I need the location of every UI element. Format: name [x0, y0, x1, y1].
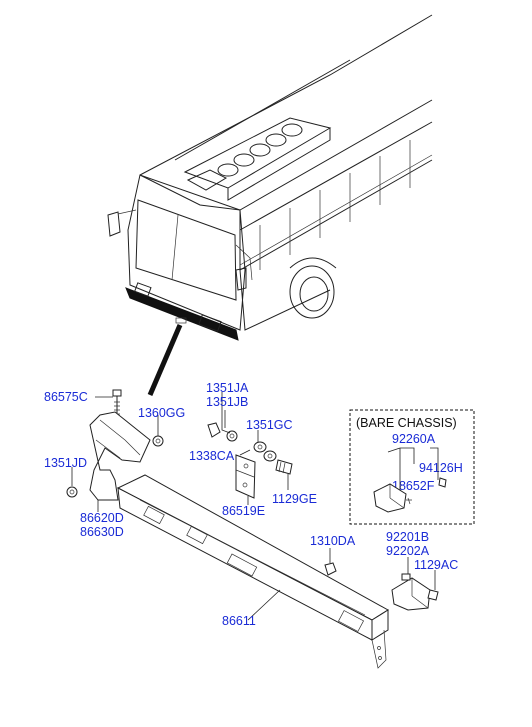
washer-1351GC: [253, 441, 277, 462]
pointer-arrow: [147, 324, 183, 396]
label-18652F: 18652F: [392, 479, 435, 493]
label-1351JB: 1351JB: [206, 395, 248, 409]
bare-chassis-box: [349, 409, 475, 525]
label-86620D: 86620D: [80, 511, 124, 525]
bolt-1129GE: [275, 459, 293, 475]
screw-94126H: [438, 477, 447, 488]
label-1338CA: 1338CA: [189, 449, 235, 463]
nut-1351JD: [66, 486, 78, 498]
bare-chassis-title: (BARE CHASSIS): [356, 416, 457, 430]
label-86575C: 86575C: [44, 390, 88, 404]
label-1310DA: 1310DA: [310, 534, 356, 548]
fog-lamp-bare-chassis: [373, 483, 407, 513]
bulb-18652F: [406, 497, 412, 505]
label-86630D: 86630D: [80, 525, 124, 539]
label-1360GG: 1360GG: [138, 406, 185, 420]
label-1351JD: 1351JD: [44, 456, 87, 470]
nut-1360GG: [152, 435, 164, 447]
nut-1351JA: [207, 422, 221, 438]
bracket-86620D: [89, 411, 151, 501]
label-92201B: 92201B: [386, 530, 429, 544]
label-1129GE: 1129GE: [272, 492, 317, 506]
bare-chassis-inset: (BARE CHASSIS) 92260A 94126H 18652F: [349, 409, 475, 525]
bracket-86519E: [235, 454, 256, 499]
label-94126H: 94126H: [419, 461, 463, 475]
label-1129AC: 1129AC: [414, 558, 458, 572]
label-86611: 86611: [222, 614, 256, 628]
screw-1129AC: [427, 589, 439, 601]
label-92202A: 92202A: [386, 544, 430, 558]
bumper-beam-86611: [116, 474, 389, 669]
label-1351GC: 1351GC: [246, 418, 293, 432]
nut-1310DA: [324, 562, 337, 576]
fog-lamp-92201B: [391, 573, 431, 611]
leader-lines: [71, 392, 436, 621]
washer-1351JB: [226, 430, 238, 442]
label-1351JA: 1351JA: [206, 381, 249, 395]
label-92260A: 92260A: [392, 432, 436, 446]
bus-illustration: [107, 14, 433, 341]
label-86519E: 86519E: [222, 504, 265, 518]
